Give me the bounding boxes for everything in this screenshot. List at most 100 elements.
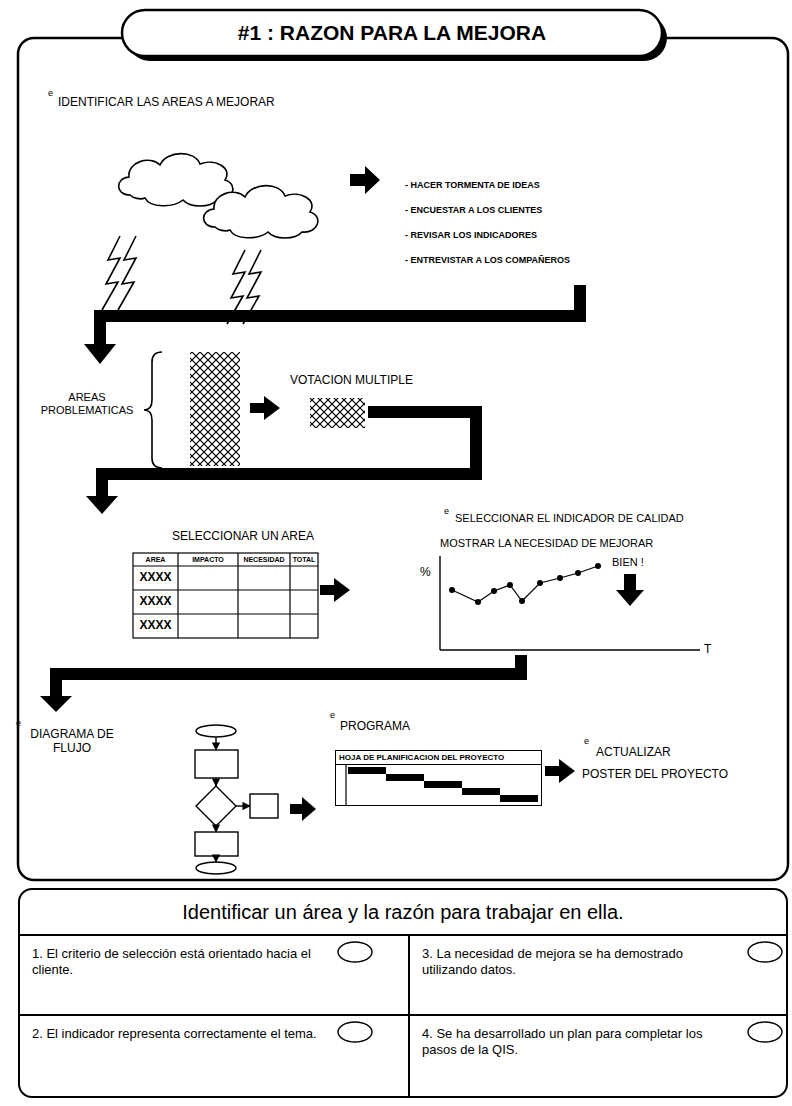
method-item: - ENCUESTAR A LOS CLIENTES [405, 205, 542, 215]
gantt-bar [386, 774, 424, 781]
checklist-item: 2. El indicador representa correctamente… [20, 1016, 410, 1096]
chart-axis [439, 556, 440, 650]
table-cell: XXXX [133, 619, 178, 633]
table-header: NECESIDAD [238, 556, 290, 564]
checklist-item: 1. El criterio de selección está orienta… [20, 936, 410, 1016]
node-text: 4. Se ha desarrollado un plan para compl… [410, 1016, 724, 1069]
check-oval [748, 1022, 782, 1042]
method-item: - REVISAR LOS INDICADORES [405, 230, 537, 240]
flowchart-sketch [195, 725, 278, 874]
table-rule [289, 553, 290, 638]
step-heading: ACTUALIZAR [596, 746, 671, 760]
flow-arrow [215, 856, 216, 862]
step-heading: IDENTIFICAR LAS AREAS A MEJORAR [58, 96, 275, 110]
brace-label: AREAS PROBLEMATICAS [36, 391, 138, 416]
bullet-mark: e [444, 506, 449, 516]
step-heading: SELECCIONAR EL INDICADOR DE CALIDAD [455, 512, 684, 525]
chart-point [449, 587, 455, 593]
axis-label: % [420, 566, 431, 580]
table-border [133, 553, 318, 638]
gantt-bar [424, 781, 462, 788]
chart-point [519, 598, 525, 604]
hatched-areas [190, 352, 240, 466]
checklist-item: 4. Se ha desarrollado un plan para compl… [410, 1016, 786, 1096]
brace [144, 352, 162, 468]
step-heading: PROGRAMA [340, 720, 410, 734]
chart-point [491, 588, 497, 594]
table-header: AREA [133, 556, 178, 564]
table-rule [237, 553, 238, 638]
node-text: 2. El indicador representa correctamente… [20, 1016, 334, 1052]
check-oval [338, 1022, 372, 1042]
method-item: - ENTREVISTAR A LOS COMPAÑEROS [405, 255, 570, 265]
check-oval [338, 942, 372, 962]
chart-note: BIEN ! [612, 556, 644, 569]
chart-point [595, 563, 601, 569]
title-text: #1 : RAZON PARA LA MEJORA [122, 20, 662, 46]
chart-point [507, 582, 513, 588]
process-rect [195, 832, 238, 856]
check-oval [748, 942, 782, 962]
bullet-mark: e [48, 88, 53, 98]
gantt-column [345, 764, 346, 805]
node-text: 3. La necesidad de mejora se ha demostra… [410, 936, 724, 989]
checklist-box: Identificar un área y la razón para trab… [18, 888, 788, 1098]
bullet-mark: e [16, 718, 21, 728]
method-item: - HACER TORMENTA DE IDEAS [405, 180, 540, 190]
step-heading: SELECCIONAR UN AREA [172, 530, 314, 544]
hatched-areas [310, 398, 365, 428]
block-arrow [350, 166, 380, 194]
block-arrow [616, 574, 644, 606]
table-cell: XXXX [133, 595, 178, 609]
chart-line [452, 566, 598, 602]
gantt-bar [348, 767, 386, 774]
run-chart [440, 556, 700, 650]
checklist-item: 3. La necesidad de mejora se ha demostra… [410, 936, 786, 1016]
flow-arrow [215, 826, 216, 832]
gantt-bar [462, 788, 500, 795]
chart-point [475, 599, 481, 605]
axis-label: T [704, 643, 711, 657]
table-rule [177, 553, 178, 638]
outer-frame [18, 38, 788, 880]
step-heading: POSTER DEL PROYECTO [582, 768, 728, 782]
planning-sheet-box: HOJA DE PLANIFICACION DEL PROYECTO [335, 750, 542, 806]
chart-axis [440, 649, 700, 650]
node-text: 1. El criterio de selección está orienta… [20, 936, 334, 989]
decision-diamond [196, 786, 236, 826]
block-arrow [290, 797, 316, 821]
bullet-mark: e [584, 736, 589, 746]
gantt-bars [346, 764, 538, 805]
cloud [119, 154, 233, 206]
selection-table [133, 553, 318, 638]
table-cell: XXXX [133, 571, 178, 585]
bullet-mark: e [330, 710, 335, 720]
cloud [204, 186, 318, 238]
step-heading: MOSTRAR LA NECESIDAD DE MEJORAR [440, 537, 653, 550]
title-pill [122, 10, 662, 56]
lightning-bolt [118, 236, 136, 310]
flow-arrow [215, 737, 216, 750]
flow-bar [40, 655, 527, 712]
chart-point [575, 570, 581, 576]
process-rect [250, 794, 278, 818]
gantt-bar [500, 795, 538, 802]
block-arrow [545, 759, 575, 783]
block-arrow [250, 396, 280, 420]
table-header: IMPACTO [178, 556, 238, 564]
flow-arrow [215, 778, 216, 786]
block-arrow [320, 578, 350, 602]
chart-points [449, 563, 601, 605]
step-heading: VOTACION MULTIPLE [290, 374, 413, 388]
chart-point [537, 580, 543, 586]
table-header: TOTAL [290, 556, 318, 564]
terminator-oval [196, 862, 236, 874]
chart-point [557, 575, 563, 581]
checklist-heading: Identificar un área y la razón para trab… [20, 890, 786, 936]
flow-bars [40, 285, 586, 712]
step-heading: DIAGRAMA DE FLUJO [22, 728, 122, 756]
block-arrows [250, 166, 644, 821]
terminator-oval [196, 725, 236, 737]
